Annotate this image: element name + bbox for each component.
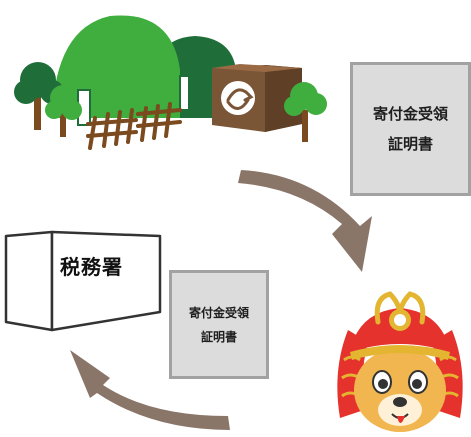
donation-receipt-certificate-small: 寄付金受領 証明書 (169, 270, 269, 379)
certificate-subtitle: 証明書 (387, 135, 433, 153)
tax-office-label: 税務署 (60, 255, 123, 279)
certificate-title: 寄付金受領 (372, 105, 448, 123)
samurai-dog-mascot-icon (337, 291, 463, 432)
certificate-subtitle: 証明書 (200, 329, 237, 344)
municipality-scene-icon (14, 15, 327, 150)
tax-office-box-icon (4, 230, 162, 332)
certificate-title: 寄付金受領 (188, 305, 249, 320)
donation-receipt-certificate-large: 寄付金受領 証明書 (350, 62, 471, 196)
